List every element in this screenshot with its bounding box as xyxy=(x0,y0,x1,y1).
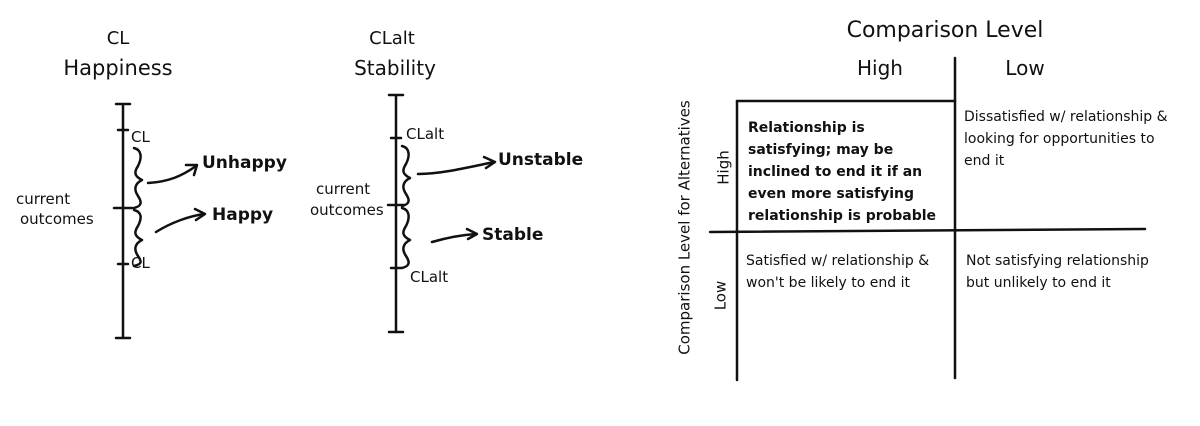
cl-lower-brace xyxy=(132,208,144,268)
cell-high-low: Satisfied w/ relationship & won't be lik… xyxy=(746,253,930,291)
matrix-col-low: Low xyxy=(1005,56,1045,80)
cl-top-marker: CL xyxy=(131,128,150,146)
matrix-row-axis-label: Comparison Level for Alternatives xyxy=(675,100,694,355)
cl-unhappy-label: Unhappy xyxy=(202,153,287,173)
clalt-top-marker: CLalt xyxy=(406,125,445,143)
clalt-title: Stability xyxy=(354,56,436,80)
cl-upper-brace xyxy=(132,146,144,210)
clalt-axis xyxy=(386,93,406,334)
matrix-row-high: High xyxy=(714,150,733,185)
clalt-axis-label-line1: current xyxy=(316,180,371,198)
clalt-symbol: CLalt xyxy=(369,28,415,49)
clalt-lower-brace xyxy=(400,206,412,270)
cell-low-high: Dissatisfied w/ relationship & looking f… xyxy=(964,109,1168,169)
matrix-grid xyxy=(708,56,1147,382)
clalt-unstable-arrow xyxy=(416,155,497,176)
cl-axis-label-line1: current xyxy=(16,190,71,208)
clalt-axis-label-line2: outcomes xyxy=(310,201,384,219)
cl-axis-label-line2: outcomes xyxy=(20,210,94,228)
clalt-stable-label: Stable xyxy=(482,225,544,245)
cl-happy-arrow xyxy=(154,207,207,234)
matrix-col-high: High xyxy=(857,56,903,80)
clalt-unstable-label: Unstable xyxy=(498,150,584,170)
clalt-bottom-marker: CLalt xyxy=(410,268,449,286)
cl-happy-label: Happy xyxy=(212,205,274,225)
matrix-title: Comparison Level xyxy=(846,18,1044,43)
matrix-row-low: Low xyxy=(711,280,730,311)
cl-bottom-marker: CL xyxy=(131,254,150,272)
cl-title: Happiness xyxy=(63,56,173,80)
cl-symbol: CL xyxy=(106,28,130,49)
cl-axis xyxy=(112,102,134,340)
cl-unhappy-arrow xyxy=(146,163,199,185)
clalt-stable-arrow xyxy=(430,227,479,244)
cell-low-low: Not satisfying relationship but unlikely… xyxy=(966,253,1149,291)
clalt-upper-brace xyxy=(400,144,412,208)
cell-high-high: Relationship is satisfying; may be incli… xyxy=(748,120,937,224)
